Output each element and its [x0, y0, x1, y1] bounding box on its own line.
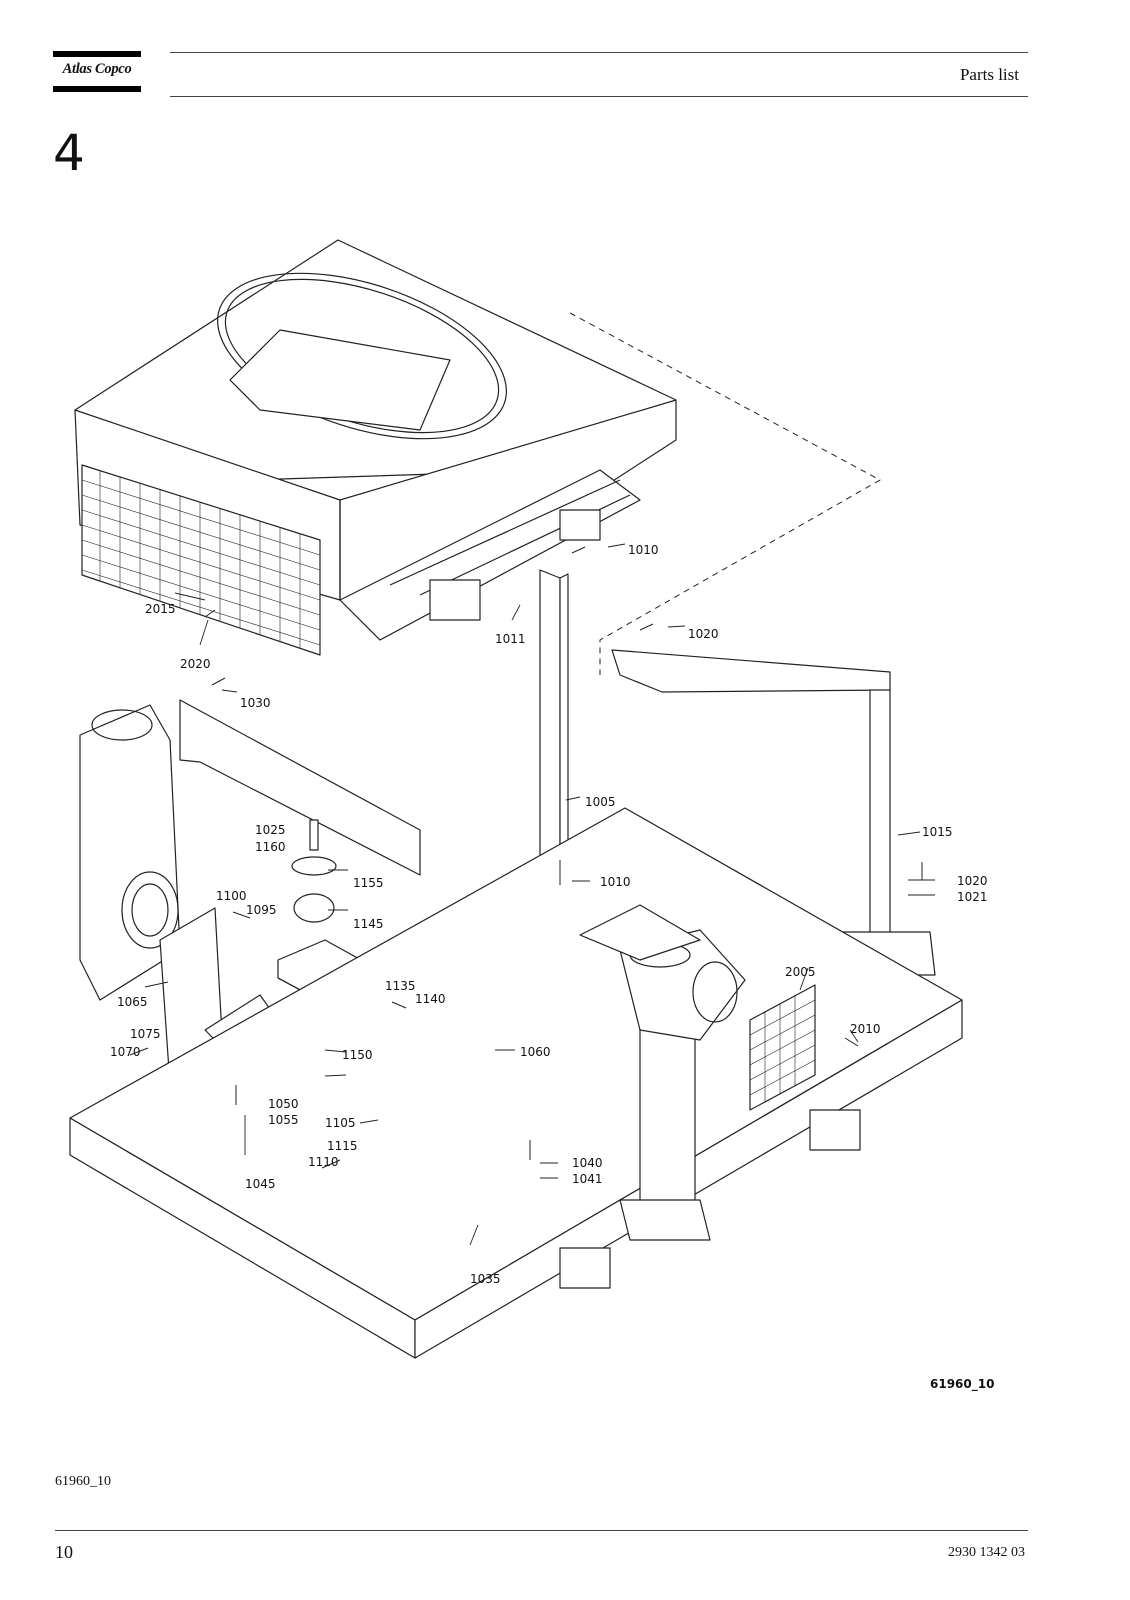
mesh-panel-2005: [749, 984, 816, 1111]
alignment-guide: [569, 312, 881, 675]
bracket-1025: [179, 699, 421, 876]
callout-1140: 1140: [415, 992, 446, 1006]
mount-1155: [291, 856, 337, 876]
section-number: 4: [53, 124, 85, 182]
callout-1160: 1160: [255, 840, 286, 854]
intake-housing-1065: [79, 704, 181, 1001]
callout-1060: 1060: [520, 1045, 551, 1059]
callout-1020-right: 1020: [957, 874, 988, 888]
fan-opening: [229, 329, 451, 431]
callout-1045: 1045: [245, 1177, 276, 1191]
callout-1021: 1021: [957, 890, 988, 904]
callout-2015: 2015: [145, 602, 176, 616]
fan-ring: [217, 272, 507, 440]
callout-1110: 1110: [308, 1155, 339, 1169]
callout-1010-top: 1010: [628, 543, 659, 557]
header-rule-top: [170, 52, 1028, 53]
document-number: 2930 1342 03: [948, 1545, 1025, 1560]
logo-text: Atlas Copco: [62, 61, 132, 77]
callout-1105: 1105: [325, 1116, 356, 1130]
callout-1010-bottom: 1010: [600, 875, 631, 889]
callout-1005: 1005: [585, 795, 616, 809]
callout-2010: 2010: [850, 1022, 881, 1036]
figure-id-drawing: 61960_10: [930, 1377, 994, 1392]
header-rule-bottom: [170, 96, 1028, 97]
callout-1150: 1150: [342, 1048, 373, 1062]
logo-bar-top: [53, 51, 141, 57]
mount-1145: [293, 893, 335, 923]
callout-1145: 1145: [353, 917, 384, 931]
base-plate-top: [69, 807, 963, 1321]
callout-1095: 1095: [246, 903, 277, 917]
callout-1025: 1025: [255, 823, 286, 837]
callout-leaders: [144, 543, 935, 1246]
callout-1065: 1065: [117, 995, 148, 1009]
callout-1135: 1135: [385, 979, 416, 993]
callout-2020: 2020: [180, 657, 211, 671]
compressor-pillar: [579, 904, 746, 1241]
bolt-1160: [309, 819, 319, 851]
logo-bar-bottom: [53, 86, 141, 92]
callout-2005: 2005: [785, 965, 816, 979]
callout-1070: 1070: [110, 1045, 141, 1059]
callout-1115: 1115: [327, 1139, 358, 1153]
callout-1100: 1100: [216, 889, 247, 903]
callout-1011: 1011: [495, 632, 526, 646]
callout-1041: 1041: [572, 1172, 603, 1186]
callout-1075: 1075: [130, 1027, 161, 1041]
mesh-guard-2015: [81, 464, 321, 656]
frame-1015: [611, 649, 891, 693]
callout-1035: 1035: [470, 1272, 501, 1286]
callout-1015: 1015: [922, 825, 953, 839]
footer-rule: [55, 1530, 1028, 1531]
callout-1020-top: 1020: [688, 627, 719, 641]
atlas-copco-logo: Atlas Copco: [53, 51, 141, 93]
callout-1030: 1030: [240, 696, 271, 710]
figure-id: 61960_10: [55, 1474, 111, 1489]
callout-1050: 1050: [268, 1097, 299, 1111]
header-title: Parts list: [959, 65, 1019, 84]
callout-1155: 1155: [353, 876, 384, 890]
fasteners: [129, 546, 923, 1169]
page-number: 10: [55, 1542, 73, 1562]
callout-1040: 1040: [572, 1156, 603, 1170]
callout-1055: 1055: [268, 1113, 299, 1127]
